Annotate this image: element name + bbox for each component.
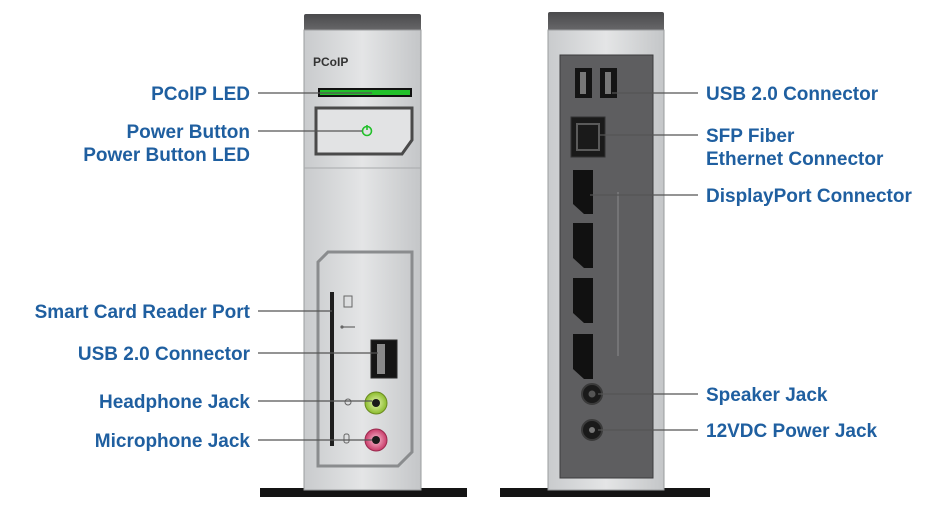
rear-top-cap — [548, 12, 664, 32]
displayport-ports[interactable] — [573, 170, 593, 379]
label-sfp-fiber: SFP Fiber — [706, 126, 795, 147]
label-rear-usb: USB 2.0 Connector — [706, 84, 879, 105]
front-port-panel — [316, 250, 414, 468]
pcoip-logo: PCoIP — [313, 55, 348, 69]
front-stand — [260, 488, 467, 497]
rear-labels: USB 2.0 Connector SFP Fiber Ethernet Con… — [706, 84, 912, 442]
smart-card-slot[interactable] — [330, 292, 334, 446]
label-ethernet-connector: Ethernet Connector — [706, 149, 884, 170]
usb-icon — [340, 325, 355, 329]
label-power-jack: 12VDC Power Jack — [706, 421, 878, 442]
rear-usb-ports[interactable] — [575, 68, 617, 98]
power-button[interactable] — [314, 106, 414, 156]
front-labels: PCoIP LED Power Button Power Button LED … — [35, 84, 251, 452]
rear-stand — [500, 488, 710, 497]
smart-card-icon — [343, 295, 353, 308]
headphone-icon — [344, 398, 352, 406]
label-power-button: Power Button — [127, 122, 251, 143]
microphone-icon — [343, 433, 350, 444]
leader-lines — [258, 92, 698, 441]
label-power-button-led: Power Button LED — [83, 145, 250, 166]
label-displayport: DisplayPort Connector — [706, 186, 912, 207]
sfp-fiber-ethernet-port[interactable] — [570, 116, 606, 158]
label-smart-card-reader: Smart Card Reader Port — [35, 302, 251, 323]
power-button-led — [361, 125, 373, 137]
label-speaker-jack: Speaker Jack — [706, 385, 828, 406]
front-usb-port[interactable] — [370, 339, 398, 379]
label-microphone-jack: Microphone Jack — [95, 431, 251, 452]
front-top-cap — [304, 14, 421, 32]
rear-unit — [500, 12, 710, 497]
front-unit: PCoIP — [260, 14, 467, 497]
rear-port-panel — [559, 54, 654, 479]
label-front-usb: USB 2.0 Connector — [78, 344, 251, 365]
headphone-jack[interactable] — [364, 391, 388, 415]
microphone-jack[interactable] — [364, 428, 388, 452]
label-headphone-jack: Headphone Jack — [99, 392, 250, 413]
label-pcoip-led: PCoIP LED — [151, 84, 250, 105]
